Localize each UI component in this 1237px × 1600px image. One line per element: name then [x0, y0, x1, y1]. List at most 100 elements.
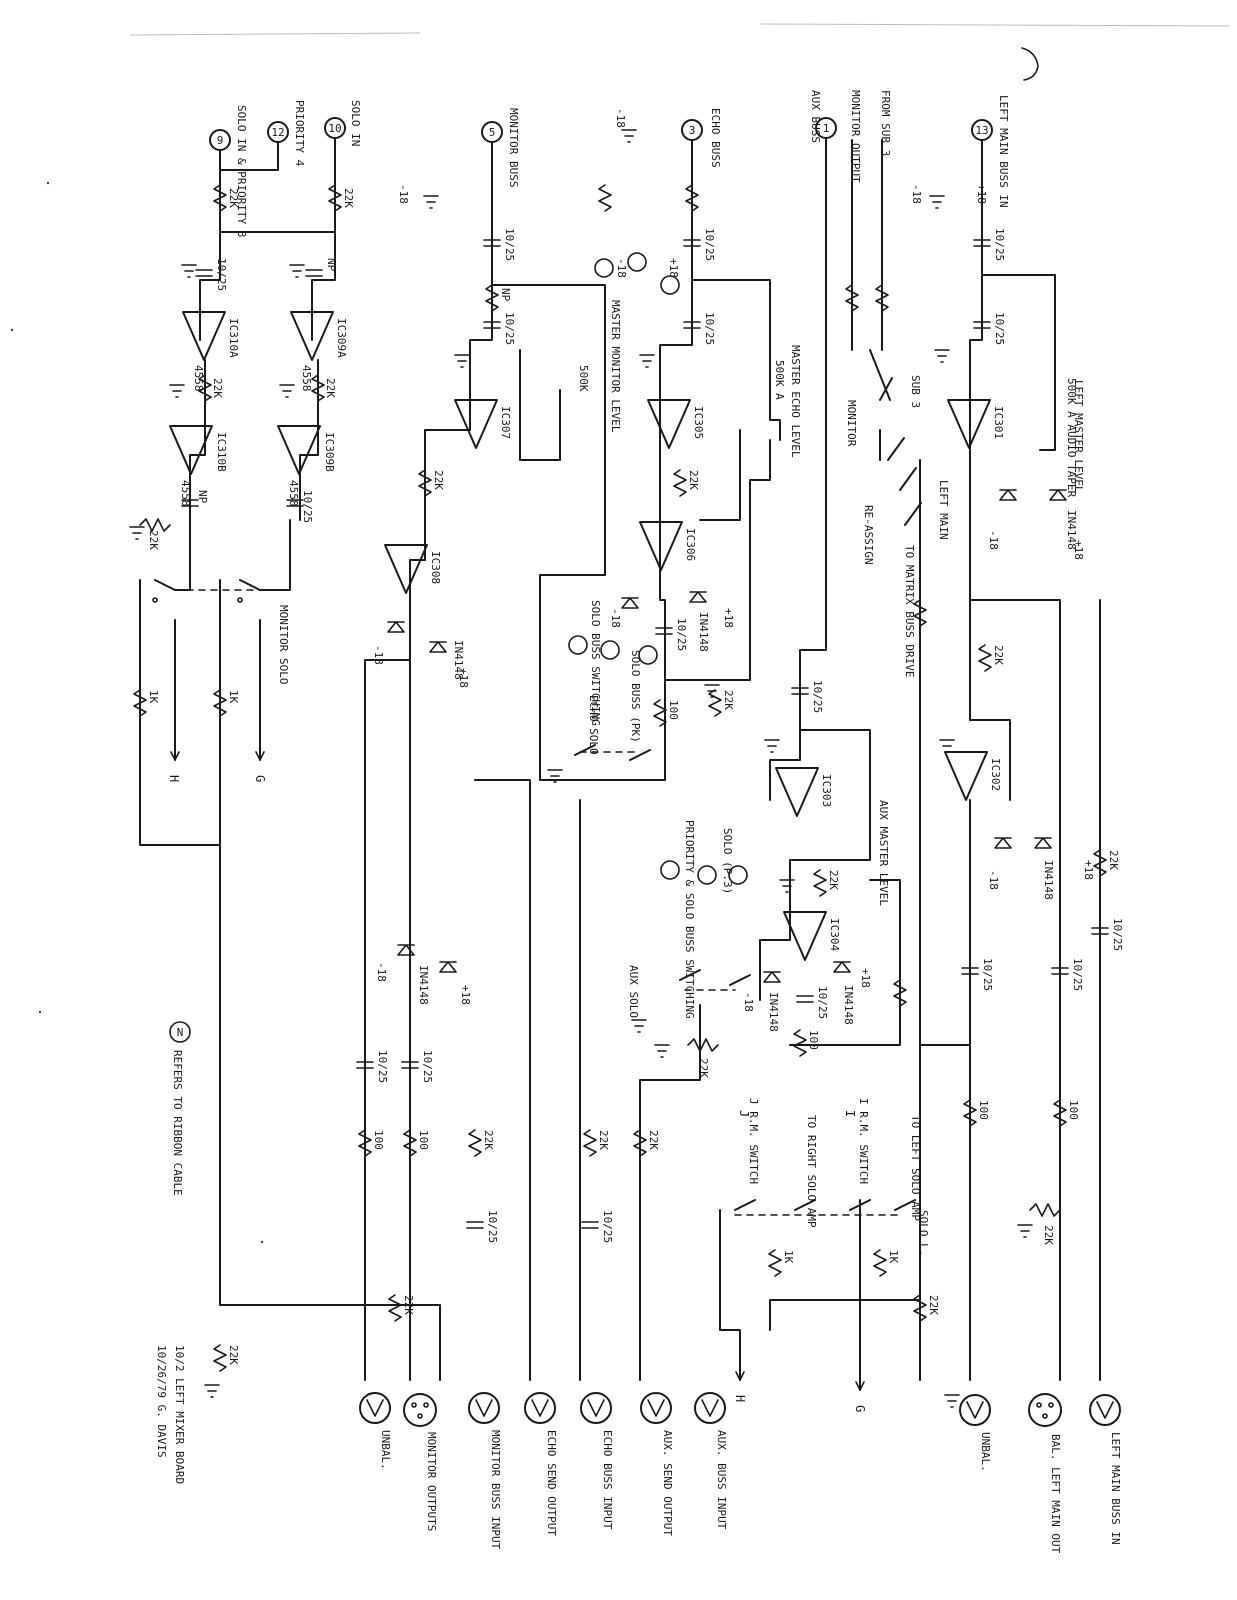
svg-text:10/25: 10/25 [503, 312, 516, 345]
credits: 10/2 LEFT MIXER BOARD 10/26/79 G. DAVIS [155, 1345, 186, 1484]
svg-text:LEFT MASTER LEVEL: LEFT MASTER LEVEL [1072, 380, 1085, 493]
svg-text:-18: -18 [614, 108, 627, 128]
svg-text:RE-ASSIGN: RE-ASSIGN [862, 505, 875, 565]
svg-text:10/25: 10/25 [1111, 918, 1124, 951]
svg-text:10/25: 10/25 [993, 312, 1006, 345]
svg-text:SOLO L.: SOLO L. [917, 1210, 930, 1256]
svg-text:-18: -18 [987, 870, 1000, 890]
svg-text:IC310A: IC310A [227, 318, 240, 358]
svg-text:500K A: 500K A [773, 360, 786, 400]
svg-text:100: 100 [1067, 1100, 1080, 1120]
svg-text:SOLO BUSS (PK): SOLO BUSS (PK) [629, 650, 642, 743]
svg-text:LEFT MAIN: LEFT MAIN [937, 480, 950, 540]
diodes [387, 489, 1067, 983]
svg-text:10/25: 10/25 [486, 1210, 499, 1243]
svg-text:-18: -18 [987, 530, 1000, 550]
svg-text:N: N [177, 1026, 184, 1039]
svg-text:-18: -18 [375, 962, 388, 982]
grounds [129, 129, 1033, 1408]
svg-text:J: J [737, 1110, 751, 1117]
svg-text:10/25: 10/25 [215, 258, 228, 291]
svg-text:IC305: IC305 [692, 406, 705, 439]
svg-text:10/2 LEFT MIXER BOARD: 10/2 LEFT MIXER BOARD [173, 1345, 186, 1484]
svg-text:4558: 4558 [287, 480, 300, 507]
annotations: MASTER MONITOR LEVEL MASTER ECHO LEVEL A… [277, 300, 1085, 1256]
svg-text:4558: 4558 [192, 365, 205, 392]
svg-text:1K: 1K [782, 1250, 795, 1264]
svg-text:22K: 22K [597, 1130, 610, 1150]
capacitors [181, 239, 1109, 1229]
svg-text:J R.M. SWITCH: J R.M. SWITCH [747, 1098, 760, 1184]
svg-text:AUX BUSS: AUX BUSS [809, 90, 822, 143]
svg-text:IN4148: IN4148 [842, 985, 855, 1025]
svg-text:+18: +18 [459, 985, 472, 1005]
svg-text:22K: 22K [1042, 1225, 1055, 1245]
svg-text:NP: NP [325, 258, 338, 272]
svg-text:IN4148: IN4148 [1042, 860, 1055, 900]
svg-text:MONITOR BUSS: MONITOR BUSS [507, 108, 520, 187]
svg-text:SOLO IN & PRIORITY 3: SOLO IN & PRIORITY 3 [235, 105, 248, 237]
svg-text:IC310B: IC310B [215, 432, 228, 472]
svg-text:4558: 4558 [179, 480, 192, 507]
svg-text:LEFT MAIN BUSS IN: LEFT MAIN BUSS IN [997, 95, 1010, 208]
svg-text:10/25: 10/25 [816, 986, 829, 1019]
svg-text:SOLO IN: SOLO IN [349, 100, 362, 146]
svg-text:-18: -18 [910, 184, 923, 204]
svg-text:NP: NP [499, 288, 512, 302]
top-bus-labels: SOLO IN & PRIORITY 3 PRIORITY 4 SOLO IN … [235, 90, 1010, 237]
svg-text:+18: +18 [975, 184, 988, 204]
svg-text:FROM SUB 3: FROM SUB 3 [879, 90, 892, 156]
svg-text:22K: 22K [697, 1058, 710, 1078]
bottom-connectors [359, 1392, 1121, 1427]
svg-text:UNBAL.: UNBAL. [379, 1430, 392, 1470]
svg-text:22K: 22K [342, 188, 355, 208]
switches [152, 377, 922, 1216]
svg-text:IC308: IC308 [429, 551, 442, 584]
legend: N REFERS TO RIBBON CABLE [169, 1021, 191, 1196]
svg-text:BAL. LEFT MAIN OUT: BAL. LEFT MAIN OUT [1049, 1434, 1062, 1554]
scan-artifacts [10, 23, 1231, 1244]
svg-text:10/26/79 G. DAVIS: 10/26/79 G. DAVIS [155, 1345, 168, 1458]
svg-text:IN4148: IN4148 [767, 992, 780, 1032]
svg-text:ECHO SEND OUTPUT: ECHO SEND OUTPUT [545, 1430, 558, 1536]
svg-text:22K: 22K [927, 1295, 940, 1315]
svg-text:AUX. BUSS INPUT: AUX. BUSS INPUT [715, 1430, 728, 1530]
svg-text:IC302: IC302 [989, 758, 1002, 791]
svg-text:22K: 22K [482, 1130, 495, 1150]
svg-text:G: G [853, 1405, 867, 1412]
svg-text:H: H [167, 775, 181, 782]
svg-text:SUB 3: SUB 3 [909, 375, 922, 408]
svg-text:+18: +18 [722, 608, 735, 628]
svg-text:IC304: IC304 [828, 918, 841, 951]
svg-text:1K: 1K [227, 690, 240, 704]
svg-text:100: 100 [667, 700, 680, 720]
svg-text:ECHO BUSS: ECHO BUSS [709, 108, 722, 168]
capacitor-values: 10/25 NP 10/25 10/25 10/25 10/25 10/25 1… [196, 228, 1124, 1243]
svg-text:+18: +18 [457, 668, 470, 688]
svg-text:IC306: IC306 [684, 528, 697, 561]
svg-text:MONITOR SOLO: MONITOR SOLO [277, 605, 290, 684]
svg-text:TO LEFT SOLO AMP: TO LEFT SOLO AMP [909, 1115, 922, 1221]
svg-text:-18: -18 [372, 645, 385, 665]
svg-text:10/25: 10/25 [601, 1210, 614, 1243]
op-amps [169, 311, 991, 961]
diode-labels: IN4148 IN4148 IN4148 IN4148 IN4148 IN414… [372, 108, 1095, 1032]
svg-text:NP: NP [196, 490, 209, 504]
svg-text:10/25: 10/25 [376, 1050, 389, 1083]
svg-text:4558: 4558 [300, 365, 313, 392]
svg-text:12: 12 [271, 126, 284, 139]
svg-text:SOLO (P.3): SOLO (P.3) [721, 828, 734, 894]
svg-text:500K A AUDIO TAPER: 500K A AUDIO TAPER [1065, 378, 1078, 498]
svg-text:PRIORITY & SOLO BUSS SWITCHING: PRIORITY & SOLO BUSS SWITCHING [683, 820, 696, 1019]
svg-text:AUX. SEND OUTPUT: AUX. SEND OUTPUT [661, 1430, 674, 1536]
svg-text:TO RIGHT SOLO AMP: TO RIGHT SOLO AMP [805, 1115, 818, 1228]
svg-text:+18: +18 [1082, 860, 1095, 880]
wiring [139, 137, 1101, 1391]
svg-text:5: 5 [489, 126, 496, 139]
svg-text:MASTER MONITOR LEVEL: MASTER MONITOR LEVEL [609, 300, 622, 433]
svg-text:-18: -18 [609, 608, 622, 628]
bottom-connector-labels: UNBAL. MONITOR OUTPUTS MONITOR BUSS INPU… [379, 1430, 1122, 1554]
svg-text:10/25: 10/25 [301, 490, 314, 523]
svg-text:13: 13 [975, 124, 988, 137]
